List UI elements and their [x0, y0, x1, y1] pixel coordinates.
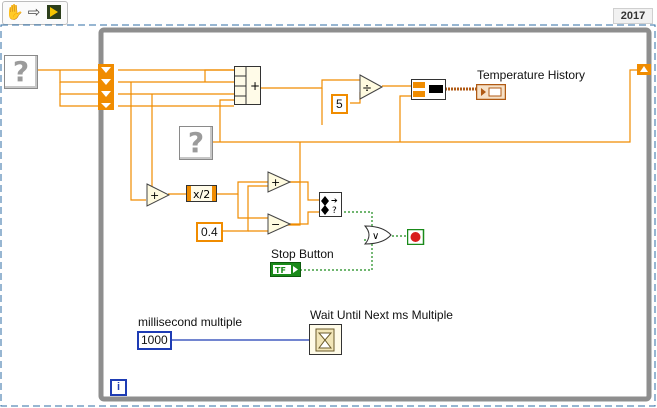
in-range-coerce-node[interactable]: ➔ ? — [319, 192, 343, 218]
grab-hand-icon[interactable]: ✋ — [5, 4, 24, 21]
while-loop-frame — [98, 27, 652, 402]
temperature-source-node[interactable]: ? — [179, 126, 213, 160]
half-label: x/2 — [193, 188, 210, 201]
compound-plus-label: + — [250, 79, 260, 93]
wait-until-label: Wait Until Next ms Multiple — [310, 308, 453, 322]
shift-register-left[interactable] — [98, 64, 118, 112]
build-waveform-node[interactable] — [411, 79, 447, 101]
or-node[interactable]: ∨ — [363, 224, 393, 246]
diagram-toolbar: ✋ ⇨ — [2, 1, 68, 25]
divide-node[interactable]: ÷ — [359, 74, 383, 100]
half-node[interactable]: x/2 — [186, 185, 218, 203]
vi-icon[interactable] — [45, 4, 63, 22]
threshold-constant[interactable]: 0.4 — [196, 222, 223, 242]
shift-register-right[interactable] — [637, 64, 653, 76]
upper-add-node[interactable]: + — [267, 171, 291, 193]
svg-text:TF: TF — [275, 266, 286, 275]
svg-text:∨: ∨ — [372, 231, 379, 242]
wait-until-next-ms-node[interactable] — [309, 324, 343, 356]
svg-text:+: + — [150, 189, 159, 202]
millisecond-multiple-label: millisecond multiple — [138, 315, 243, 329]
svg-text:?: ? — [332, 206, 337, 216]
run-arrow-icon[interactable]: ⇨ — [27, 4, 41, 21]
loop-stop-terminal[interactable] — [407, 229, 425, 245]
svg-text:+: + — [271, 176, 280, 189]
divisor-constant[interactable]: 5 — [331, 94, 348, 114]
compound-add-node[interactable]: + — [234, 66, 262, 106]
version-year: 2017 — [613, 8, 653, 24]
iteration-terminal[interactable]: i — [110, 379, 127, 396]
svg-text:➔: ➔ — [331, 196, 338, 205]
svg-text:−: − — [271, 218, 280, 231]
millisecond-multiple-control[interactable]: 1000 — [137, 331, 172, 350]
subtract-node[interactable]: − — [267, 213, 291, 235]
stop-button-terminal[interactable]: TF — [270, 262, 302, 278]
temperature-history-label: Temperature History — [477, 68, 586, 82]
svg-text:÷: ÷ — [362, 81, 372, 95]
temperature-history-indicator[interactable] — [476, 84, 506, 100]
unknown-input-node[interactable]: ? — [4, 55, 38, 89]
stop-button-label: Stop Button — [271, 247, 334, 261]
add-node[interactable]: + — [146, 183, 170, 207]
